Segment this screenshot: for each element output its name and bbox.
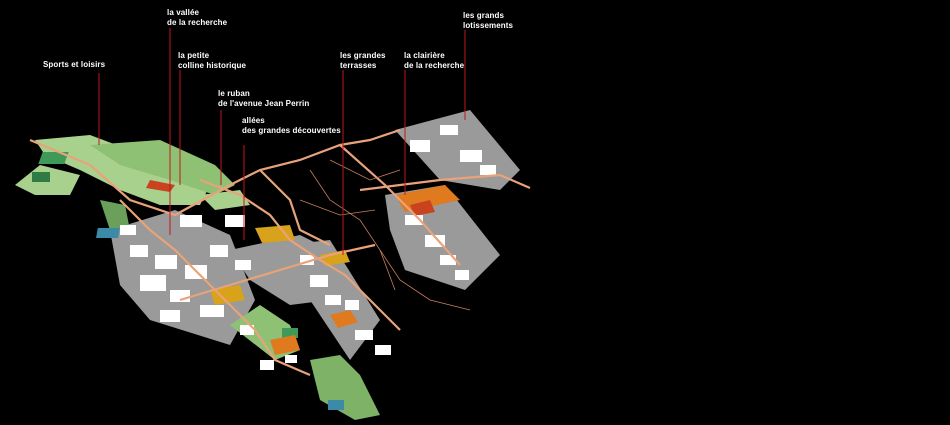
sport-courts (32, 152, 344, 410)
label-clairiere-recherche: la clairière de la recherche (404, 51, 465, 70)
label-allees-decouvertes: allées des grandes découvertes (242, 116, 341, 135)
leader-lines (98, 28, 466, 255)
label-grandes-terrasses: les grandes terrasses (340, 51, 386, 70)
program-zones (146, 180, 460, 355)
roads (29, 128, 531, 377)
label-vallee-recherche: la vallée de la recherche (167, 8, 228, 27)
label-grands-lotissements: les grands lotissements (463, 11, 514, 30)
label-petite-colline: la petite colline historique (178, 51, 247, 70)
label-ruban-avenue: le ruban de l'avenue Jean Perrin (218, 89, 310, 108)
label-sports-loisirs: Sports et loisirs (43, 60, 106, 69)
